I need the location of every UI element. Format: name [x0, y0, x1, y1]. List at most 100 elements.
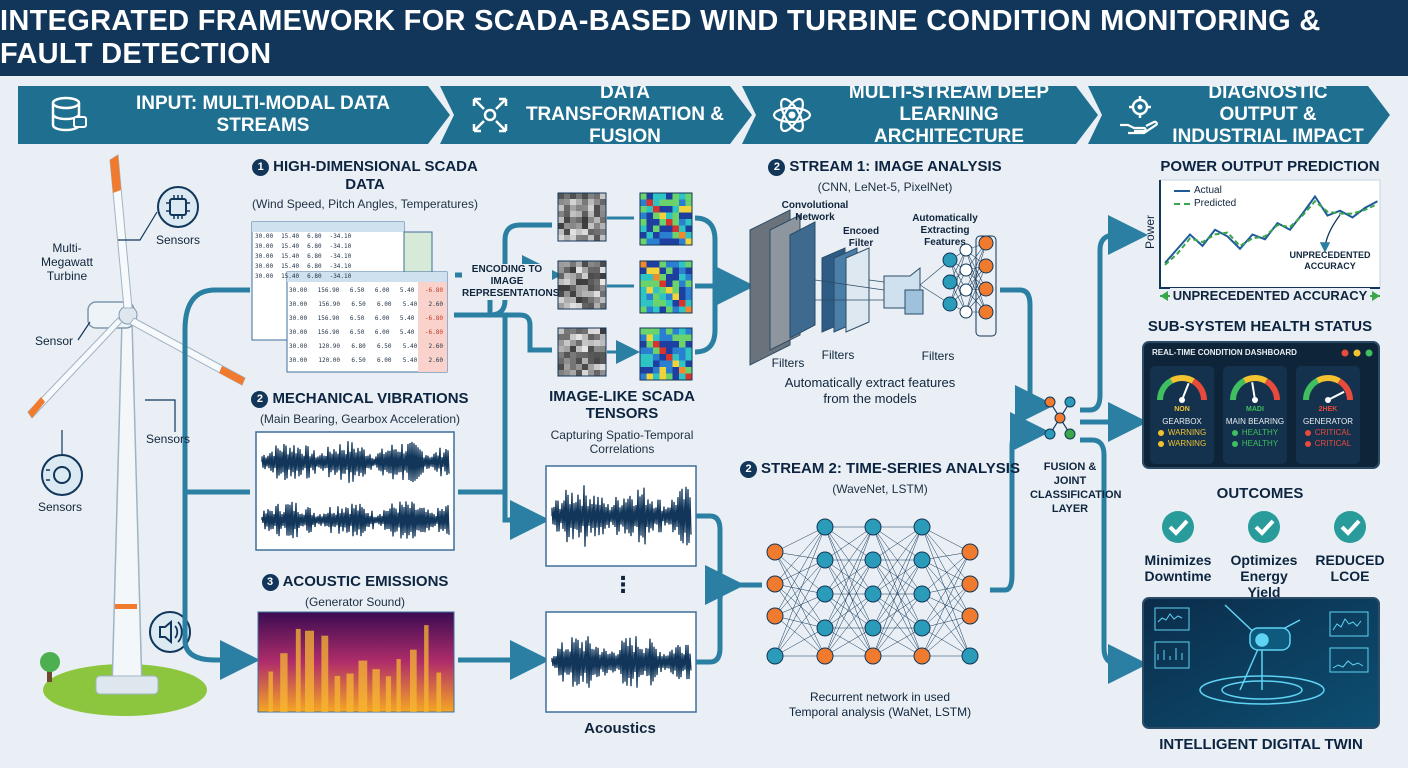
stage-label: MULTI-STREAM DEEP LEARNING ARCHITECTURE [848, 82, 1050, 147]
gauge-needle [1181, 382, 1190, 401]
gauge-arc [1169, 375, 1195, 384]
rnn-edge [921, 551, 971, 595]
scada-number: 1 [252, 159, 270, 176]
cnn-node [942, 252, 958, 268]
power-title: POWER OUTPUT PREDICTION [1160, 158, 1380, 175]
tensor-cell [564, 273, 571, 280]
stage-label: DIAGNOSTIC OUTPUT & INDUSTRIAL IMPACT [1172, 82, 1364, 147]
tensor-cell [672, 274, 680, 281]
tensor-cell [588, 297, 595, 304]
rnn-edge [824, 559, 874, 629]
rnn-edge [824, 526, 874, 629]
accuracy-arrow [1319, 214, 1341, 253]
stream1-caption: Automatically extract features from the … [784, 375, 956, 406]
rnn-edge [774, 526, 826, 585]
turbine-tower [111, 319, 143, 691]
tensor-cell [558, 364, 565, 371]
tensor-cell [594, 235, 601, 242]
tensor-cell [672, 360, 680, 368]
tensor-cell [570, 199, 577, 206]
sensor-label-nacelle: Sensor [34, 334, 74, 348]
tensor-cell [582, 217, 589, 224]
tensor-cell [659, 300, 667, 307]
tensor-cell [672, 328, 680, 335]
tensor-cell [653, 206, 660, 213]
tensor-cell [564, 223, 571, 230]
gauge-pivot [1325, 397, 1331, 403]
tensor-cell [659, 225, 667, 233]
tensor-cell [588, 352, 595, 359]
acoustic-waveform-1 [551, 485, 692, 547]
tensor-cell [588, 346, 595, 353]
scada-cell: 6.00 [374, 329, 390, 336]
rnn-edge [824, 526, 874, 595]
gauge-status: HEALTHY [1223, 439, 1287, 448]
tensor-cell [576, 334, 583, 341]
gauge-status: CRITICAL [1296, 439, 1360, 448]
check-icon-1 [1162, 511, 1194, 543]
fusion-node [1044, 396, 1076, 440]
rnn-edge [824, 593, 874, 657]
digital-twin-hologram [1154, 604, 1369, 705]
tensor-cell [646, 334, 654, 342]
encoding-label: ENCODING TO IMAGE REPRESENTATIONS [462, 264, 560, 300]
sensors-label-mid: Sensors [145, 432, 191, 446]
rnn-edge [872, 559, 923, 657]
tensor-cell [576, 273, 583, 280]
gray-tensor-2 [557, 260, 607, 310]
tensor-cell [582, 340, 589, 347]
tensor-cell [588, 364, 595, 371]
tensor-cell [653, 373, 660, 381]
tensor-cell [666, 328, 673, 335]
scada-cell: 2.60 [428, 343, 443, 350]
vibration-waveform [261, 441, 450, 483]
tensor-cell [582, 267, 589, 274]
tensor-cell [685, 341, 693, 348]
rnn-node [961, 543, 979, 561]
tensor-cell [679, 267, 686, 275]
tensor-cell [600, 199, 607, 206]
tensor-cell [646, 280, 654, 288]
tensor-cell [640, 287, 647, 294]
tensor-cell [600, 291, 607, 298]
tensor-cell [588, 285, 595, 292]
tensor-cell [672, 373, 680, 381]
stream2-title: STREAM 2: TIME-SERIES ANALYSIS [761, 460, 1020, 477]
tensor-cell [666, 293, 673, 301]
tensor-cell [685, 261, 693, 268]
tensor-cell [558, 267, 565, 274]
tensor-cell [666, 274, 673, 281]
tensor-cell [564, 193, 571, 200]
tensor-cell [653, 360, 660, 368]
tensor-cell [594, 223, 601, 230]
tensor-cell [600, 370, 607, 377]
scada-cell: 6.80 [307, 233, 322, 240]
rnn-edge [921, 559, 971, 657]
stage-label: DATA TRANSFORMATION & FUSION [525, 82, 725, 147]
tensor-cell [679, 306, 686, 314]
tensor-cell [653, 354, 660, 361]
tensor-cell [646, 360, 654, 368]
gray-tensor-3 [557, 327, 607, 377]
scada-cell: 6.80 [351, 343, 366, 350]
tensor-cell [570, 346, 577, 353]
tensor-cell [679, 280, 686, 288]
tensor-cell [666, 334, 673, 342]
gauge-card [1223, 366, 1287, 464]
tensor-cell [582, 273, 589, 280]
tensor-cell [600, 267, 607, 274]
scada-cell: -34.10 [329, 253, 352, 260]
tensor-cell [582, 297, 589, 304]
power-ylabel: Power [1143, 215, 1157, 250]
tensor-cell [600, 358, 607, 365]
tensor-cell [640, 347, 647, 355]
tower-band [115, 604, 137, 609]
gauge-readout: NON [1174, 406, 1190, 413]
tensor-cell [640, 328, 647, 335]
tensor-cell [600, 334, 607, 341]
tensor-cell [659, 212, 667, 220]
